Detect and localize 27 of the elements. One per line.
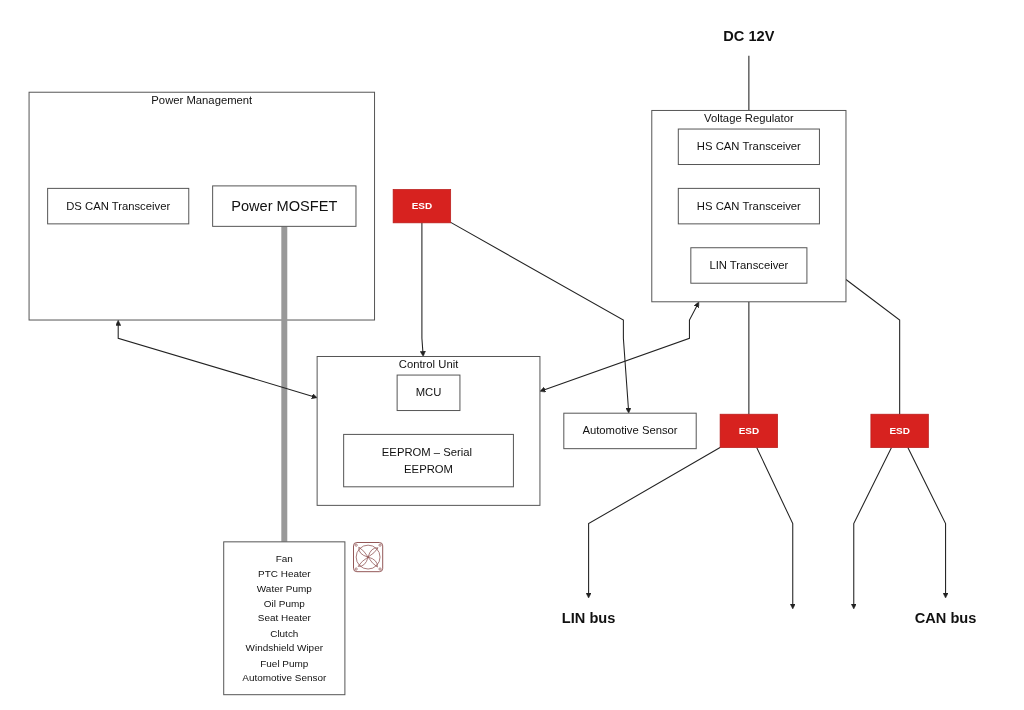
arrow	[450, 221, 632, 414]
connector	[845, 278, 901, 415]
node-box: DS CAN Transceiver	[47, 187, 190, 225]
arrow	[585, 447, 721, 599]
connector	[748, 55, 750, 111]
node-box: EEPROM – Serial EEPROM	[343, 433, 514, 488]
arrow	[907, 447, 949, 599]
node-text: LIN bus	[561, 609, 616, 627]
node-box: Automotive Sensor	[563, 412, 697, 450]
node-box: ESD	[392, 189, 452, 224]
connector	[281, 226, 288, 542]
node-box: Power MOSFET	[212, 185, 357, 227]
arrow	[419, 222, 426, 357]
node-box: Fan PTC Heater Water Pump Oil Pump Seat Heater Clutch Windshield Wiper Fuel Pump Automotive Sensor	[223, 541, 346, 696]
node-box: ESD	[719, 413, 778, 448]
arrow	[539, 301, 700, 393]
connector	[748, 301, 750, 415]
node-text: DC 12V	[723, 27, 775, 44]
arrow	[850, 447, 892, 610]
node-box: LIN Transceiver	[690, 247, 808, 284]
node-box: HS CAN Transceiver	[677, 187, 820, 225]
arrow	[115, 320, 318, 399]
node-text: CAN bus	[914, 609, 977, 627]
arrow	[756, 447, 796, 610]
node-box: ESD	[870, 413, 929, 448]
node-box: MCU	[396, 374, 461, 412]
node-box: HS CAN Transceiver	[677, 128, 820, 165]
